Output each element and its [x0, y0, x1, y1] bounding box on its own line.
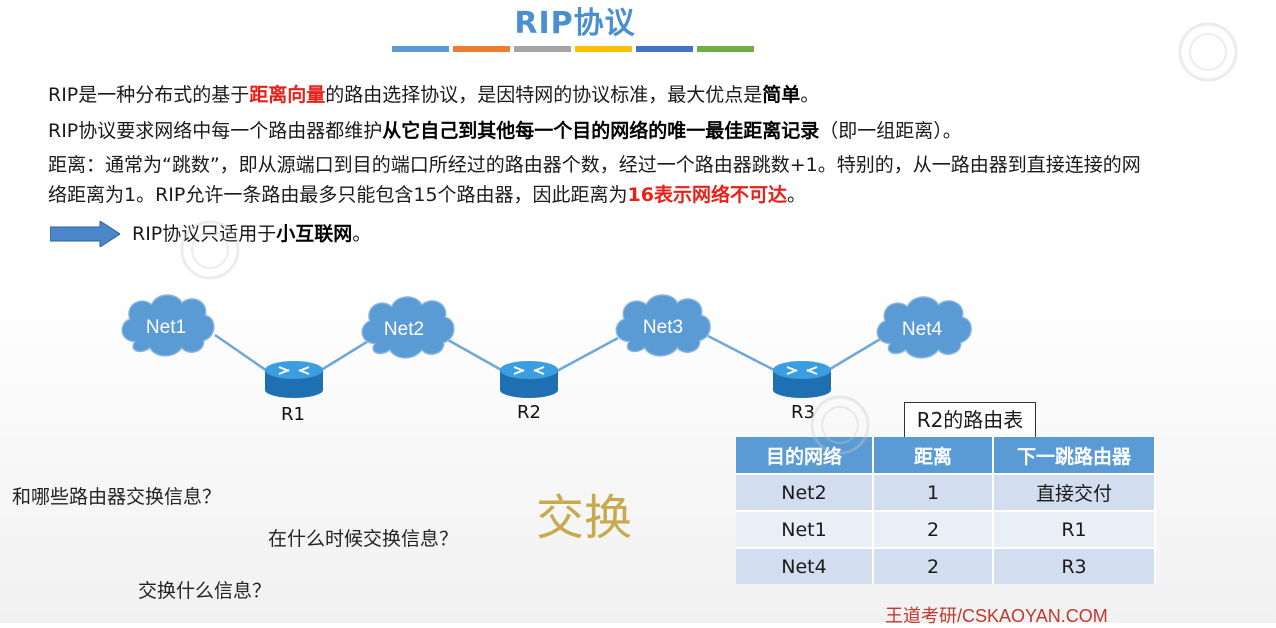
paragraph-rip-definition: RIP是一种分布式的基于距离向量的路由选择协议，是因特网的协议标准，最大优点是简…: [48, 80, 819, 110]
watermark-logo-icon: [1178, 22, 1238, 82]
router-label-r1: R1: [281, 404, 305, 425]
cloud-label-net2: Net2: [383, 319, 425, 340]
table-cell: Net2: [736, 473, 874, 511]
table-cell: 直接交付: [993, 473, 1156, 511]
router-r1-icon: [265, 361, 323, 398]
text: 。: [786, 184, 806, 206]
stripe: [575, 46, 632, 52]
text: 的路由选择协议，是因特网的协议标准，最大优点是: [325, 84, 763, 106]
stripe: [514, 46, 571, 52]
router-r2-icon: [500, 361, 558, 398]
bold-text: 小互联网: [276, 223, 353, 245]
routing-table-caption: R2的路由表: [904, 402, 1036, 438]
title-underline-stripes: [392, 46, 754, 52]
question-when: 在什么时候交换信息？: [268, 528, 459, 550]
routing-table: 目的网络 距离 下一跳路由器 Net2 1 直接交付 Net1 2 R1 Net…: [736, 437, 1156, 584]
column-header-destination: 目的网络: [736, 437, 874, 474]
cloud-label-net1: Net1: [145, 317, 187, 338]
link-net3-r3: [707, 334, 779, 374]
text: RIP协议只适用于: [132, 223, 277, 245]
center-keyword: 交换: [536, 490, 633, 546]
paragraph-scope: RIP协议只适用于小互联网。: [132, 219, 371, 249]
watermark-logo-icon: [180, 220, 240, 280]
cloud-label-net4: Net4: [901, 319, 943, 340]
link-net2-r2: [447, 338, 506, 374]
text: 。: [352, 223, 372, 245]
right-arrow-icon: [50, 221, 120, 247]
network-links: [214, 333, 883, 375]
highlight-text: 距离向量: [249, 84, 326, 106]
stripe: [453, 46, 510, 52]
table-row: Net1 2 R1: [736, 510, 1156, 548]
table-cell: Net4: [736, 547, 874, 584]
link-net1-r1: [214, 333, 271, 375]
question-what: 交换什么信息？: [138, 580, 272, 602]
watermark-logo-icon: [810, 395, 870, 455]
table-row: Net4 2 R3: [736, 547, 1156, 584]
bold-text: 简单: [762, 84, 801, 106]
text: （即一组距离）。: [819, 120, 962, 142]
text: 。: [800, 84, 820, 106]
highlight-text: 16表示网络不可达: [627, 184, 787, 206]
table-cell: R3: [993, 547, 1156, 584]
table-cell: 2: [873, 510, 994, 548]
table-cell: 1: [873, 473, 994, 511]
stripe: [636, 46, 693, 52]
paragraph-rip-requirement: RIP协议要求网络中每一个路由器都维护从它自己到其他每一个目的网络的唯一最佳距离…: [48, 116, 962, 146]
table-header-row: 目的网络 距离 下一跳路由器: [736, 437, 1156, 474]
text: 距离：通常为“跳数”，即从源端口到目的端口所经过的路由器个数，经过一个路由器跳数…: [48, 154, 1141, 206]
bold-text: 从它自己到其他每一个目的网络的唯一最佳距离记录: [382, 120, 820, 142]
column-header-next-hop: 下一跳路由器: [993, 437, 1156, 474]
router-label-r3: R3: [791, 402, 815, 423]
text: RIP是一种分布式的基于: [48, 84, 250, 106]
footer-brand: 王道考研/CSKAOYAN.COM: [885, 606, 1108, 626]
table-cell: R1: [993, 510, 1156, 548]
slide-title: RIP协议: [514, 6, 636, 41]
table-cell: 2: [873, 547, 994, 584]
column-header-distance: 距离: [873, 437, 994, 474]
link-r1-net2: [317, 338, 371, 374]
stripe: [392, 46, 449, 52]
router-r3-icon: [773, 361, 831, 398]
table-cell: Net1: [736, 510, 874, 548]
stripe: [697, 46, 754, 52]
router-label-r2: R2: [517, 402, 541, 423]
table-row: Net2 1 直接交付: [736, 473, 1156, 511]
link-r2-net3: [554, 336, 619, 374]
cloud-label-net3: Net3: [642, 317, 684, 338]
link-r3-net4: [824, 336, 883, 374]
text: RIP协议要求网络中每一个路由器都维护: [48, 120, 383, 142]
paragraph-distance: 距离：通常为“跳数”，即从源端口到目的端口所经过的路由器个数，经过一个路由器跳数…: [48, 150, 1158, 210]
question-which-routers: 和哪些路由器交换信息？: [12, 486, 222, 508]
